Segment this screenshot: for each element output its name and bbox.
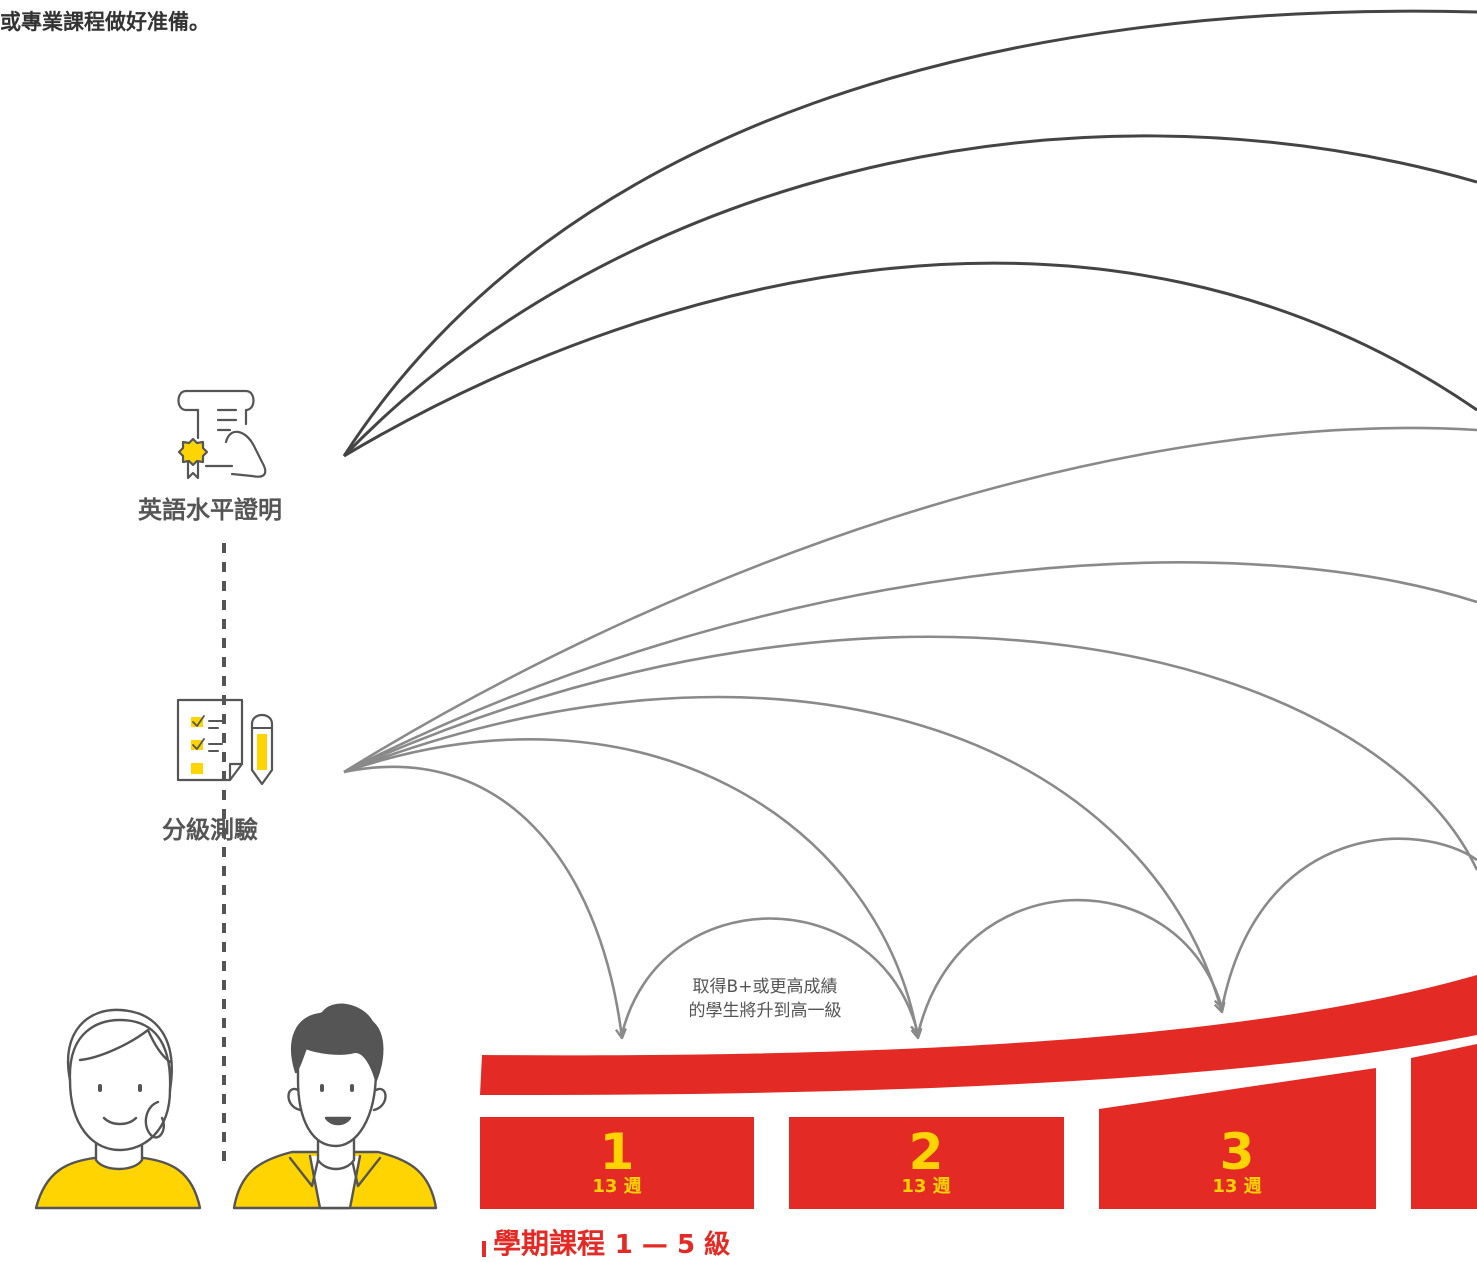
- placement-arrows: [343, 426, 1477, 1038]
- woman-avatar: [34, 1008, 202, 1210]
- promotion-note-line-1: 取得B+或更高成績: [692, 977, 838, 997]
- level-2-number: 2: [908, 1123, 944, 1181]
- course-caption: 學期課程 1 — 5 級: [493, 1222, 730, 1262]
- level-block-4: [1411, 1044, 1477, 1209]
- level-3-weeks: 13 週: [1212, 1176, 1262, 1197]
- placement-test-label: 分級測驗: [162, 816, 258, 844]
- course-caption-range: 1 — 5 級: [614, 1230, 731, 1260]
- placement-test-icon: [176, 698, 274, 786]
- promotion-note: 取得B+或更高成績 的學生將升到高一級: [640, 975, 890, 1023]
- level-1-number: 1: [599, 1123, 635, 1181]
- progress-arc-1-2: [620, 917, 918, 1035]
- promotion-note-line-2: 的學生將升到高一級: [688, 1001, 842, 1021]
- level-block-3: [1099, 1068, 1376, 1209]
- level-3-number: 3: [1219, 1123, 1255, 1181]
- level-3: 3 13 週: [1177, 1123, 1297, 1198]
- placement-arc-1: [343, 426, 1477, 774]
- placement-arc-6: [343, 765, 622, 1038]
- progression-arrows: [620, 837, 1477, 1035]
- cert-arc-1: [342, 9, 1477, 457]
- level-2: 2 13 週: [866, 1123, 986, 1198]
- progress-arc-3-4: [1220, 837, 1477, 1009]
- level-1-weeks: 13 週: [592, 1176, 642, 1197]
- level-2-weeks: 13 週: [901, 1176, 951, 1197]
- cert-arc-3: [343, 261, 1477, 458]
- man-avatar: [232, 1003, 438, 1210]
- level-1: 1 13 週: [557, 1123, 677, 1198]
- certificate-label: 英語水平證明: [138, 496, 282, 524]
- intro-text: 或專業課程做好准備。: [0, 10, 210, 34]
- placement-arc-4: [343, 695, 1222, 1012]
- course-caption-title: 學期課程: [493, 1227, 606, 1260]
- level-block-2: [789, 1117, 1064, 1209]
- placement-arc-3: [343, 635, 1477, 871]
- level-banner: [480, 975, 1477, 1096]
- level-block-1: [480, 1117, 754, 1209]
- cert-arc-2: [342, 134, 1477, 458]
- placement-arc-2: [343, 561, 1477, 774]
- placement-arc-5: [343, 738, 918, 1038]
- certificate-arrows: [342, 9, 1477, 458]
- certificate-icon: [177, 389, 267, 480]
- caption-marker: [482, 1241, 486, 1257]
- progress-arc-2-3: [916, 898, 1222, 1035]
